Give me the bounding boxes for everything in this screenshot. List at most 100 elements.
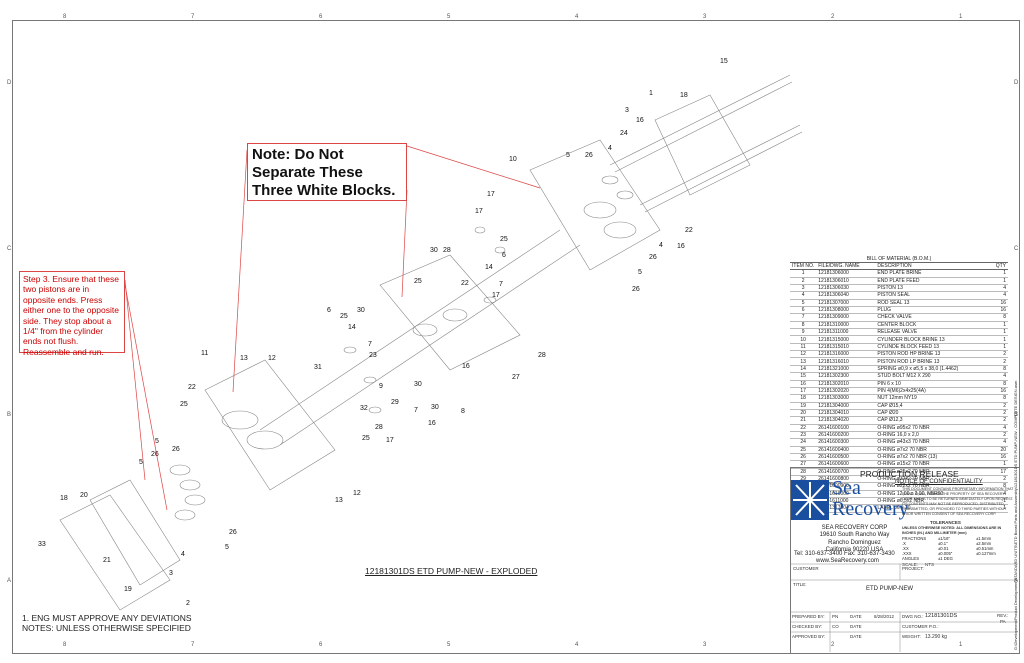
tolerance-cell: ±0.1" xyxy=(938,541,948,546)
bom-cell: 12181303000 xyxy=(816,394,876,403)
bom-cell: 4 xyxy=(986,284,1008,293)
zone-marker: 8 xyxy=(63,14,67,20)
title-block-grid xyxy=(790,563,1018,652)
bom-cell: 26141600700 xyxy=(816,468,876,476)
bom-cell: 12181304010 xyxy=(816,409,876,418)
bom-cell: PISTON 13 xyxy=(875,284,986,293)
bom-cell: 9 xyxy=(790,328,817,337)
bom-cell: 22 xyxy=(790,424,817,432)
logo-text-sea: Sea xyxy=(832,477,861,499)
item-callout: 33 xyxy=(38,541,46,548)
do-not-separate-note: Note: Do Not Separate These Three White … xyxy=(247,143,407,201)
item-callout: 21 xyxy=(103,557,111,564)
bom-cell: PISTON ROD LP BRINE 13 xyxy=(875,357,986,366)
item-callout: 12 xyxy=(268,355,276,362)
bom-cell: 2 xyxy=(986,350,1008,359)
item-callout: 13 xyxy=(335,497,343,504)
bom-cell: O-RING ø22x2 70 NBR xyxy=(875,482,986,491)
dwg-no-label: DWG NO.: xyxy=(902,614,924,619)
rev-label: REV.: xyxy=(997,613,1009,618)
bom-cell: 28 xyxy=(790,468,817,476)
date-label: DATE xyxy=(850,614,862,619)
item-callout: 18 xyxy=(60,495,68,502)
bom-cell: 12181321000 xyxy=(816,365,876,374)
bom-cell: 12181316000 xyxy=(816,350,876,359)
tolerance-cell: ±1 DEG xyxy=(938,556,953,561)
bom-cell: 12181307000 xyxy=(816,299,876,308)
item-callout: 14 xyxy=(485,264,493,271)
zone-marker: 3 xyxy=(703,14,707,20)
zone-marker: 5 xyxy=(447,14,451,20)
bom-cell: 4 xyxy=(790,291,817,300)
item-callout: 16 xyxy=(636,117,644,124)
item-callout: 26 xyxy=(632,286,640,293)
bom-cell: 5 xyxy=(790,299,817,308)
bom-cell: 14 xyxy=(790,365,817,374)
title-block xyxy=(790,467,1020,654)
bom-cell: 19 xyxy=(790,402,817,410)
item-callout: 2 xyxy=(186,600,190,607)
bom-cell: END PLATE FEED xyxy=(875,277,986,286)
item-callout: 29 xyxy=(391,399,399,406)
bom-cell: 4 xyxy=(986,424,1008,432)
bom-cell: 12181304020 xyxy=(816,416,876,425)
item-callout: 9 xyxy=(379,383,383,390)
bom-cell: 12181311000 xyxy=(816,328,876,337)
bom-cell: CAP Ø12,3 xyxy=(875,416,986,425)
item-callout: 25 xyxy=(340,313,348,320)
bom-cell: O-RING 16,0 x 2,0 xyxy=(875,431,986,440)
bom-cell: 12181315010 xyxy=(816,343,876,352)
bom-cell: 2 xyxy=(986,416,1008,425)
zone-marker: B xyxy=(1014,412,1019,418)
item-callout: 17 xyxy=(492,292,500,299)
zone-marker: 1 xyxy=(959,14,963,20)
bom-column-header: DESCRIPTION xyxy=(875,263,986,271)
bom-cell: 20 xyxy=(790,409,817,418)
bom-cell: O-RING 12,00 x 2,00, NBR90 xyxy=(875,490,986,499)
zone-marker: D xyxy=(1014,80,1019,86)
bom-cell: 7 xyxy=(790,313,817,322)
bom-cell: 2 xyxy=(986,431,1008,440)
bom-cell: 26141600900 xyxy=(816,482,876,491)
bom-cell: 25 xyxy=(790,446,817,454)
rev-value: PA xyxy=(1000,619,1006,624)
tolerance-row: FRACTIONS±1/16"±1.5mm xyxy=(902,536,1014,541)
bom-cell: 26141600500 xyxy=(816,453,876,462)
bom-cell: 1 xyxy=(986,343,1008,352)
bom-cell: O-RING ø95x2 70 NBR xyxy=(875,424,986,432)
bom-cell: STUD BOLT M12 X 290 xyxy=(875,372,986,381)
bom-cell: 8 xyxy=(986,313,1008,322)
bom-cell: O-RING ø6,5x2 NBR xyxy=(875,497,986,506)
item-callout: 14 xyxy=(348,324,356,331)
item-callout: 17 xyxy=(386,437,394,444)
bom-cell: 8 xyxy=(986,482,1008,491)
bom-cell: 12181302300 xyxy=(816,372,876,381)
item-callout: 23 xyxy=(369,352,377,359)
bom-cell: LABEL 80 x 30 xyxy=(875,504,986,513)
bom-cell: O-RING ø43x3 70 NBR xyxy=(875,438,986,447)
customer-label: CUSTOMER xyxy=(793,566,819,571)
bom-cell: 21 xyxy=(790,416,817,425)
bom-cell: 1 xyxy=(986,497,1008,506)
bom-cell: 26141610000 xyxy=(816,490,876,499)
scale-label: SCALE: xyxy=(902,562,919,567)
zone-marker: B xyxy=(7,412,12,418)
bom-column-header: QTY xyxy=(986,263,1008,271)
bom-cell: 2 xyxy=(986,357,1008,366)
bom-cell: 16 xyxy=(986,306,1008,315)
tolerance-cell: ±1/16" xyxy=(938,536,950,541)
checked-by-value: CO xyxy=(832,624,839,629)
item-callout: 8 xyxy=(461,408,465,415)
address-line-2: Rancho Dominguez xyxy=(828,539,881,546)
company-address: SEA RECOVERY CORP 19610 South Rancho Way… xyxy=(812,525,897,555)
date-value: 8/28/2012 xyxy=(874,614,895,619)
